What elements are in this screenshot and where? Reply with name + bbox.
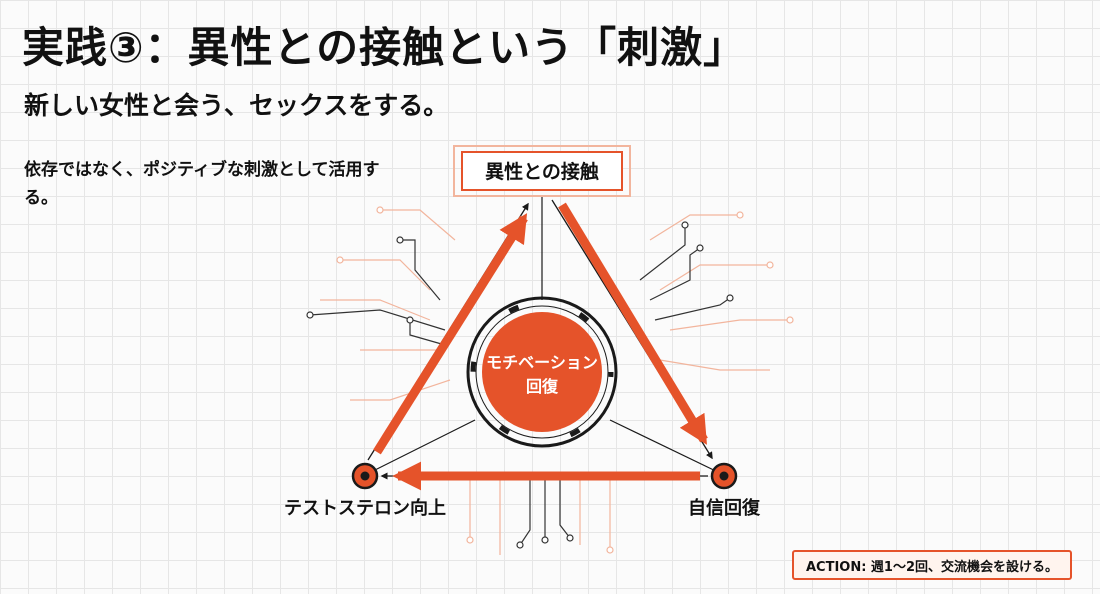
cycle-arrows xyxy=(373,202,708,491)
center-label-line2: 回復 xyxy=(526,377,559,396)
top-node: 異性との接触 xyxy=(453,145,631,197)
description-text: 依存ではなく、ポジティブな刺激として活用する。 xyxy=(24,160,380,208)
circuit-decoration xyxy=(306,206,794,555)
top-node-label: 異性との接触 xyxy=(485,160,599,183)
arrow-to-right xyxy=(558,202,708,445)
page-subtitle: 新しい女性と会う、セックスをする。 xyxy=(24,91,449,120)
action-badge: ACTION: 週1〜2回、交流機会を設ける。 xyxy=(792,550,1072,580)
center-circle xyxy=(482,312,602,432)
right-node-label: 自信回復 xyxy=(688,497,761,519)
center-hub: モチベーション 回復 xyxy=(466,296,618,448)
arrow-to-top xyxy=(373,213,528,455)
left-node: テストステロン向上 xyxy=(284,462,446,519)
right-node: 自信回復 xyxy=(688,462,761,519)
center-label-line1: モチベーション xyxy=(486,353,598,372)
left-node-label: テストステロン向上 xyxy=(284,497,446,519)
page-title: 実践③：異性との接触という「刺激」 xyxy=(22,23,747,72)
spoke-lines xyxy=(364,196,725,476)
